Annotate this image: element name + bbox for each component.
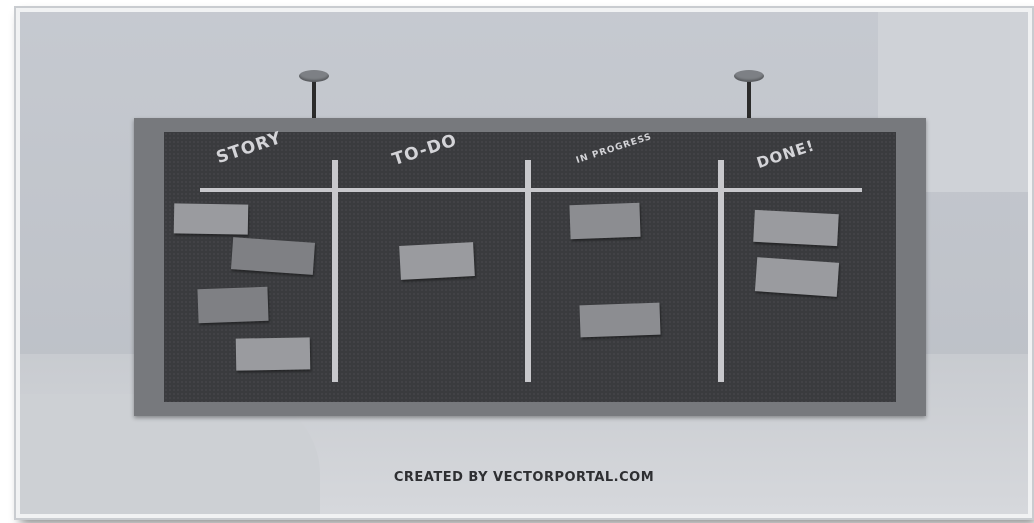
sticky-note bbox=[569, 203, 640, 239]
left-hanger-cap bbox=[299, 70, 329, 82]
image-frame: STORY TO-DO IN PROGRESS DONE! CREATED BY… bbox=[16, 8, 1032, 518]
column-title-done: DONE! bbox=[754, 136, 816, 172]
column-divider-1 bbox=[332, 160, 338, 382]
sticky-note bbox=[174, 203, 249, 234]
column-title-story: STORY bbox=[214, 128, 285, 168]
header-divider bbox=[200, 188, 862, 192]
credit-text: CREATED BY VECTORPORTAL.COM bbox=[20, 470, 1028, 485]
board-surface: STORY TO-DO IN PROGRESS DONE! bbox=[164, 132, 896, 402]
sticky-note bbox=[579, 303, 660, 338]
sticky-note bbox=[236, 337, 311, 370]
sticky-note bbox=[399, 242, 475, 280]
sticky-note bbox=[753, 210, 839, 246]
sticky-note bbox=[197, 287, 268, 323]
right-hanger-cap bbox=[734, 70, 764, 82]
sticky-note bbox=[231, 237, 315, 275]
column-divider-2 bbox=[525, 160, 531, 382]
sticky-note bbox=[755, 257, 839, 297]
column-title-todo: TO-DO bbox=[390, 130, 460, 170]
column-title-in-progress: IN PROGRESS bbox=[575, 132, 653, 166]
kanban-board: STORY TO-DO IN PROGRESS DONE! bbox=[134, 118, 926, 416]
column-divider-3 bbox=[718, 160, 724, 382]
